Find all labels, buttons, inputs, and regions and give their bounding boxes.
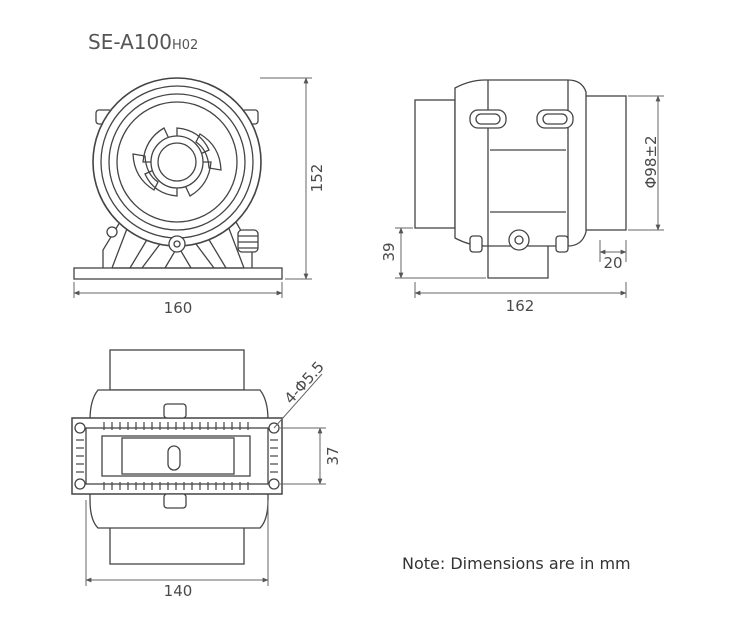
side-length-label: 162	[506, 297, 535, 315]
front-view-dimensions	[73, 77, 312, 298]
hole-spacing-label: 37	[324, 446, 342, 465]
hole-diameter-label: 4-Φ5.5	[281, 358, 328, 408]
model-title: SE-A100H02	[88, 30, 198, 54]
model-name: SE-A100	[88, 30, 172, 54]
side-view	[414, 79, 627, 279]
collar-label: 20	[603, 254, 622, 272]
note-text: Note: Dimensions are in mm	[402, 554, 631, 573]
front-width-label: 160	[164, 299, 193, 317]
bottom-view-ribs	[76, 422, 278, 490]
bottom-view-dimensions	[85, 373, 326, 586]
model-suffix: H02	[171, 38, 199, 53]
bottom-view	[71, 349, 283, 565]
diameter-label: Φ98±2	[642, 135, 660, 188]
side-view-dimensions	[395, 95, 664, 298]
bottom-width-label: 140	[164, 582, 193, 600]
front-view	[73, 77, 283, 280]
front-height-label: 152	[308, 164, 326, 193]
base-height-label: 39	[380, 242, 398, 261]
